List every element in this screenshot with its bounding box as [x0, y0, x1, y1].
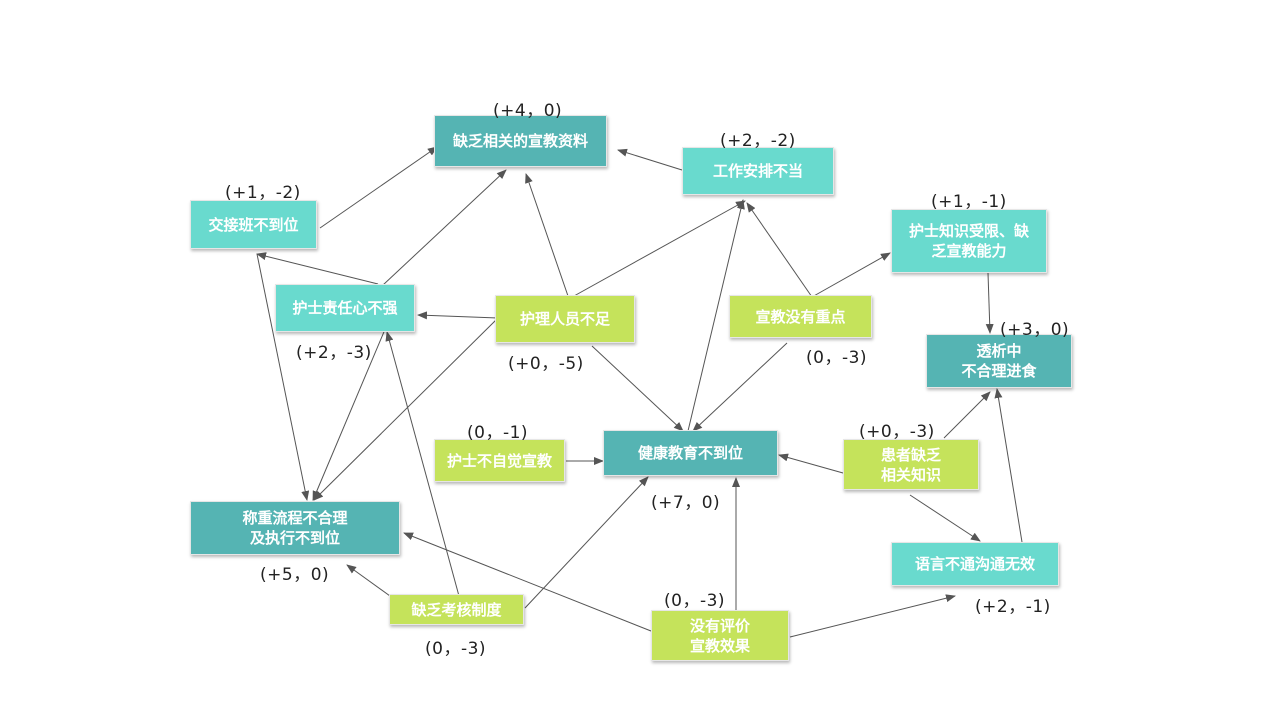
arrow-assessment-to-education: [524, 476, 649, 609]
arrow-evaluation-to-language: [789, 594, 956, 638]
node-weighing-process: 称重流程不合理 及执行不到位: [190, 501, 400, 555]
arrow-focus-to-knowledge: [811, 252, 891, 298]
arrow-staff-to-responsibility: [417, 311, 499, 320]
node-nurse-responsibility: 护士责任心不强: [275, 284, 415, 332]
score-weighing-process: (+5，0): [260, 565, 330, 585]
arrow-handover-to-materials: [319, 146, 438, 229]
node-lack-materials: 缺乏相关的宣教资料: [434, 115, 607, 167]
arrow-responsibility-to-weighing: [312, 326, 387, 501]
arrow-patient-to-education: [778, 453, 844, 474]
arrow-responsibility-to-materials: [382, 169, 507, 286]
node-staff-shortage: 护理人员不足: [495, 295, 635, 343]
arrow-staff-to-materials: [525, 173, 569, 297]
arrow-focus-to-work: [746, 202, 813, 298]
score-staff-shortage: (+0，-5): [508, 354, 584, 374]
node-dialysis-eating: 透析中 不合理进食: [926, 334, 1072, 388]
score-work-arrangement: (+2，-2): [720, 131, 796, 151]
arrow-language-to-eating: [994, 388, 1023, 543]
arrow-evaluation-to-weighing: [403, 532, 652, 632]
arrow-staff-to-weighing: [313, 317, 499, 501]
arrow-staff-to-work: [573, 200, 746, 297]
arrow-assessment-to-weighing-score: [346, 564, 391, 597]
score-handover: (+1，-2): [225, 183, 301, 203]
arrow-patient-to-eating: [943, 391, 991, 439]
score-patient-knowledge: (+0，-3): [859, 422, 935, 442]
score-nurse-responsibility: (+2，-3): [296, 343, 372, 363]
score-not-self-aware: (0，-1): [467, 423, 529, 443]
node-not-self-aware: 护士不自觉宣教: [434, 439, 565, 482]
arrow-assessment-to-responsibility: [385, 331, 460, 597]
node-nurse-knowledge: 护士知识受限、缺 乏宣教能力: [891, 209, 1047, 273]
node-lack-assessment: 缺乏考核制度: [389, 594, 524, 625]
node-health-education: 健康教育不到位: [603, 430, 778, 476]
score-health-education: (+7，0): [651, 493, 721, 513]
arrow-handover-to-weighing: [256, 253, 310, 501]
node-patient-knowledge: 患者缺乏 相关知识: [843, 439, 979, 490]
arrow-work-to-materials: [617, 148, 683, 171]
score-language: (+2，-1): [975, 597, 1051, 617]
arrow-responsibility-to-handover: [256, 252, 379, 285]
score-lack-materials: (+4，0): [493, 101, 563, 121]
arrow-patient-to-language: [909, 494, 981, 542]
node-no-focus: 宣教没有重点: [729, 295, 872, 338]
arrow-focus-to-education: [692, 342, 788, 432]
score-lack-assessment: (0，-3): [425, 639, 487, 659]
arrow-knowledge-to-eating: [985, 272, 994, 334]
arrow-staff-to-education: [591, 345, 684, 432]
node-handover: 交接班不到位: [190, 200, 317, 249]
score-no-focus: (0，-3): [806, 348, 868, 368]
node-no-evaluation: 没有评价 宣教效果: [651, 610, 789, 661]
node-work-arrangement: 工作安排不当: [682, 147, 834, 195]
score-dialysis-eating: (+3，0): [1000, 320, 1070, 340]
arrow-education-to-work: [687, 199, 745, 432]
node-language: 语言不通沟通无效: [891, 542, 1059, 586]
score-no-evaluation: (0，-3): [664, 591, 726, 611]
score-nurse-knowledge: (+1，-1): [931, 192, 1007, 212]
